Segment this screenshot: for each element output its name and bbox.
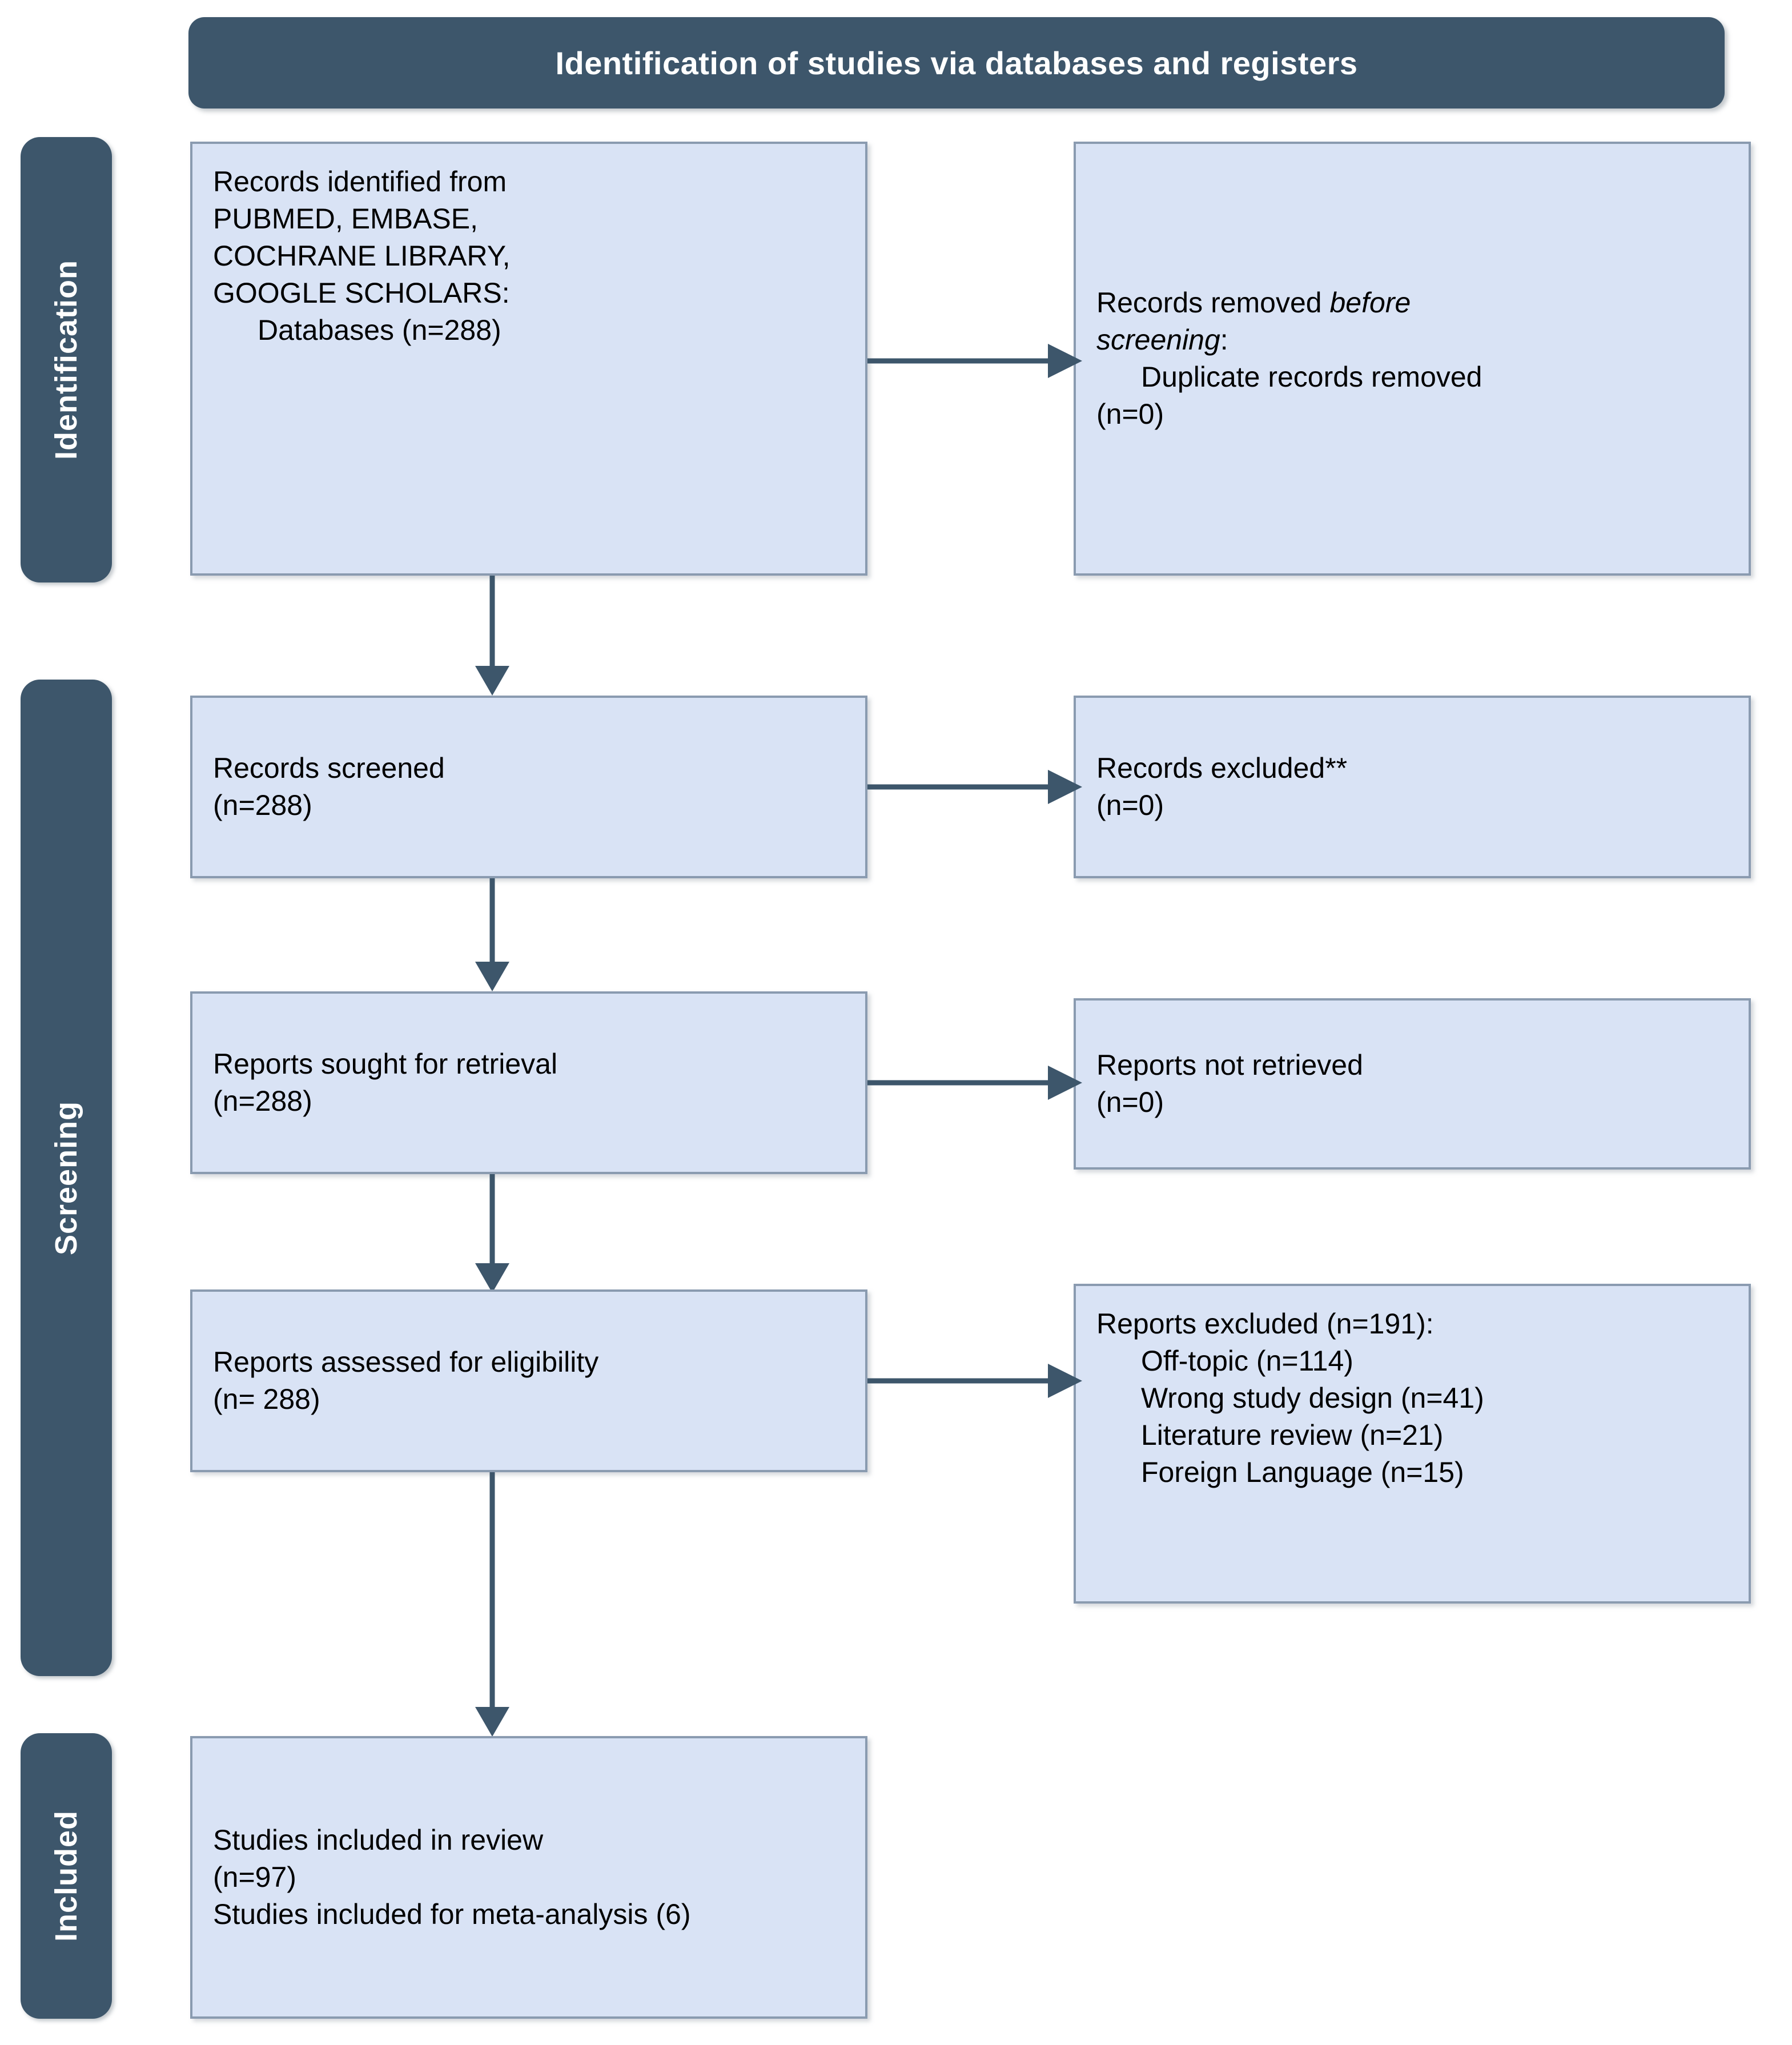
reports-assessed-count: (n= 288) xyxy=(213,1383,320,1415)
studies-included-in-review-count: (n=97) xyxy=(213,1861,296,1893)
arrow-assessed-to-excluded xyxy=(867,1358,1084,1404)
arrow-assessed-to-included xyxy=(469,1472,515,1738)
reports-sought-count: (n=288) xyxy=(213,1085,312,1117)
diagram-banner: Identification of studies via databases … xyxy=(188,17,1725,109)
records-screened-label: Records screened xyxy=(213,752,445,784)
arrow-screened-to-excluded xyxy=(867,764,1084,810)
reports-excluded-reason-literature-review: Literature review (n=21) xyxy=(1141,1419,1444,1451)
banner-title: Identification of studies via databases … xyxy=(555,45,1358,81)
records-removed-italic-before: before xyxy=(1329,287,1411,319)
stage-label-included: Included xyxy=(49,1810,84,1942)
box-records-screened: Records screened (n=288) xyxy=(190,696,867,878)
stage-bar-screening: Screening xyxy=(21,680,112,1676)
records-removed-line-1: Records removed before xyxy=(1096,284,1728,322)
reports-sought-label: Reports sought for retrieval xyxy=(213,1048,558,1080)
reports-not-retrieved-count: (n=0) xyxy=(1096,1086,1164,1118)
box-records-removed-before-screening: Records removed before screening: Duplic… xyxy=(1074,142,1751,576)
stage-label-identification: Identification xyxy=(49,260,83,460)
box-records-excluded: Records excluded** (n=0) xyxy=(1074,696,1751,878)
reports-excluded-header: Reports excluded (n=191): xyxy=(1096,1308,1434,1340)
arrow-screened-to-sought xyxy=(469,878,515,993)
box-reports-not-retrieved: Reports not retrieved (n=0) xyxy=(1074,998,1751,1170)
arrow-sought-to-not-retrieved xyxy=(867,1060,1084,1106)
records-removed-italic-screening: screening xyxy=(1096,324,1220,356)
arrow-identified-to-screened xyxy=(469,576,515,697)
studies-included-meta-analysis: Studies included for meta-analysis (6) xyxy=(213,1898,691,1930)
records-identified-line-2: PUBMED, EMBASE, xyxy=(213,203,478,235)
records-removed-colon: : xyxy=(1220,324,1228,356)
arrow-identified-to-removed xyxy=(867,338,1084,384)
arrow-sought-to-assessed xyxy=(469,1174,515,1294)
box-studies-included: Studies included in review (n=97) Studie… xyxy=(190,1736,867,2019)
records-identified-line-3: COCHRANE LIBRARY, xyxy=(213,240,511,272)
records-identified-databases-count: Databases (n=288) xyxy=(258,314,501,346)
studies-included-in-review-label: Studies included in review xyxy=(213,1824,544,1856)
box-records-identified: Records identified from PUBMED, EMBASE, … xyxy=(190,142,867,576)
reports-excluded-reason-wrong-study-design: Wrong study design (n=41) xyxy=(1141,1382,1484,1414)
box-reports-sought-for-retrieval: Reports sought for retrieval (n=288) xyxy=(190,991,867,1174)
records-excluded-label: Records excluded** xyxy=(1096,752,1348,784)
reports-excluded-reason-foreign-language: Foreign Language (n=15) xyxy=(1141,1456,1464,1488)
box-reports-assessed-for-eligibility: Reports assessed for eligibility (n= 288… xyxy=(190,1289,867,1472)
records-screened-count: (n=288) xyxy=(213,789,312,821)
duplicate-records-removed-count: (n=0) xyxy=(1096,398,1164,430)
reports-excluded-reason-off-topic: Off-topic (n=114) xyxy=(1141,1345,1353,1377)
stage-label-screening: Screening xyxy=(49,1100,83,1255)
records-excluded-count: (n=0) xyxy=(1096,789,1164,821)
reports-not-retrieved-label: Reports not retrieved xyxy=(1096,1049,1363,1081)
box-reports-excluded-with-reasons: Reports excluded (n=191): Off-topic (n=1… xyxy=(1074,1284,1751,1604)
records-removed-line-2: screening: xyxy=(1096,322,1728,359)
stage-bar-identification: Identification xyxy=(21,137,112,582)
records-identified-line-1: Records identified from xyxy=(213,166,507,198)
records-removed-prefix: Records removed xyxy=(1096,287,1330,319)
reports-assessed-label: Reports assessed for eligibility xyxy=(213,1346,599,1378)
duplicate-records-removed-label: Duplicate records removed xyxy=(1141,361,1482,393)
stage-bar-included: Included xyxy=(21,1733,112,2019)
records-identified-line-4: GOOGLE SCHOLARS: xyxy=(213,277,510,309)
